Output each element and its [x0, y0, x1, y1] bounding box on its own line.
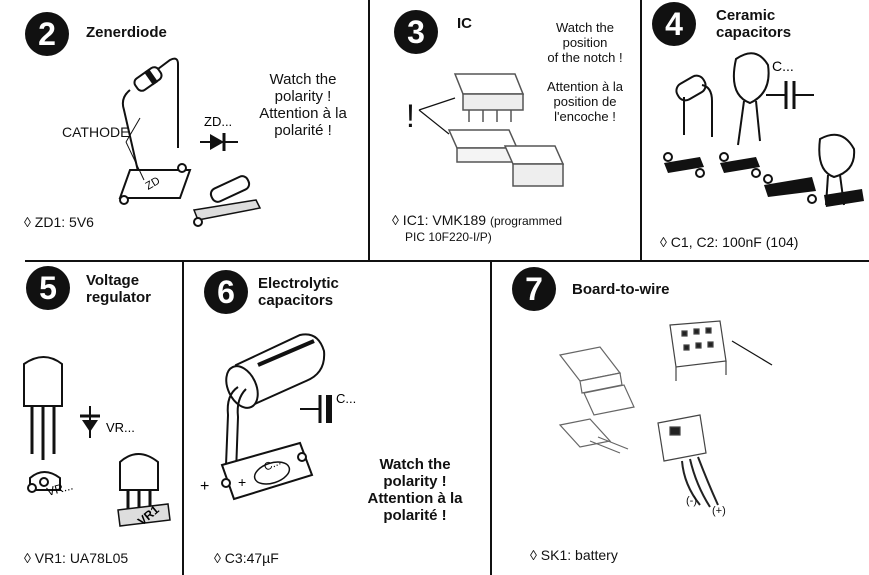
component-spec: ◊ C1, C2: 100nF (104) — [660, 234, 799, 250]
note-line: Attention à la — [259, 105, 347, 122]
note-line: polarity ! — [383, 473, 447, 490]
panel-title: Board-to-wire — [572, 281, 670, 298]
component-spec: ◊ ZD1: 5V6 — [24, 214, 94, 230]
note-line: of the notch ! — [547, 50, 623, 65]
ic-socket-illustration — [418, 73, 565, 187]
polarity-note: Watch the polarity ! Attention à la pola… — [248, 71, 358, 139]
zd-symbol-label: ZD... — [204, 114, 232, 129]
divider-top-bottom — [25, 260, 869, 262]
divider-5-6 — [182, 262, 184, 575]
vr-symbol-label: VR... — [106, 420, 135, 435]
note-line: polarity ! — [274, 88, 332, 105]
panel-title: Voltage regulator — [86, 272, 151, 306]
board-to-wire-connector-illustration — [558, 320, 773, 508]
panel-title: Electrolytic capacitors — [258, 275, 339, 309]
note-line: position — [562, 35, 608, 50]
voltage-regulator-illustration: VR... VR... VR1 — [23, 356, 171, 528]
note-line: Attention à la — [547, 79, 623, 94]
component-spec: ◊ C3:47µF — [214, 550, 279, 566]
component-spec: ◊ VR1: UA78L05 — [24, 550, 129, 566]
note-line: Watch the — [555, 20, 615, 35]
title-line: Voltage — [86, 272, 140, 289]
step-number-badge: 4 — [652, 2, 696, 46]
title-line: capacitors — [716, 24, 792, 41]
note-line: position de — [553, 94, 617, 109]
note-line: l'encoche ! — [554, 109, 616, 124]
title-line: Ceramic — [716, 7, 776, 24]
step-number-badge: 3 — [394, 10, 438, 54]
component-spec: ◊ SK1: battery — [530, 547, 618, 563]
note-line: Watch the — [379, 456, 451, 473]
divider-3-4 — [640, 0, 642, 262]
zener-diode-illustration: ZD ZD... — [118, 57, 262, 227]
step-number-badge: 7 — [512, 267, 556, 311]
panel-title: Ceramic capacitors — [716, 7, 791, 41]
title-line: Electrolytic — [258, 275, 339, 292]
spec-main: ◊ IC1: VMK189 — [392, 212, 487, 228]
divider-2-3 — [368, 0, 370, 262]
minus-label: (-) — [686, 495, 697, 507]
note-line: polarité ! — [383, 507, 447, 524]
divider-6-7 — [490, 262, 492, 575]
ceramic-capacitor-illustration: C... — [663, 52, 864, 207]
panel-title: IC — [457, 15, 472, 32]
exclamation-mark: ! — [406, 98, 415, 134]
spec-small: (programmed — [489, 214, 562, 228]
plus-sign-board: + — [238, 474, 246, 490]
step-number-badge: 5 — [26, 266, 70, 310]
panel-title: Zenerdiode — [86, 24, 167, 41]
spec-line-2: PIC 10F220-I/P) — [405, 230, 492, 244]
note-line: Attention à la — [367, 490, 463, 507]
note-line: Watch the — [269, 71, 337, 88]
title-line: regulator — [86, 289, 152, 306]
plus-sign: + — [200, 478, 209, 495]
step-number-badge: 2 — [25, 12, 69, 56]
step-number-badge: 6 — [204, 270, 248, 314]
electrolytic-capacitor-illustration: C... + + C... — [200, 333, 356, 501]
vr-silk-label: VR... — [45, 478, 74, 498]
cap-symbol-label: C... — [772, 58, 794, 74]
cathode-label: CATHODE — [62, 124, 130, 140]
component-spec: ◊ IC1: VMK189 (programmed — [392, 212, 562, 228]
polarity-note: Watch the polarity ! Attention à la pola… — [360, 456, 470, 524]
notch-note-en: Watch the position of the notch ! — [530, 20, 640, 65]
note-line: polarité ! — [274, 122, 332, 139]
notch-note-fr: Attention à la position de l'encoche ! — [530, 79, 640, 124]
plus-label: (+) — [712, 505, 726, 517]
title-line: capacitors — [258, 292, 334, 309]
cap-symbol-label: C... — [336, 391, 356, 406]
